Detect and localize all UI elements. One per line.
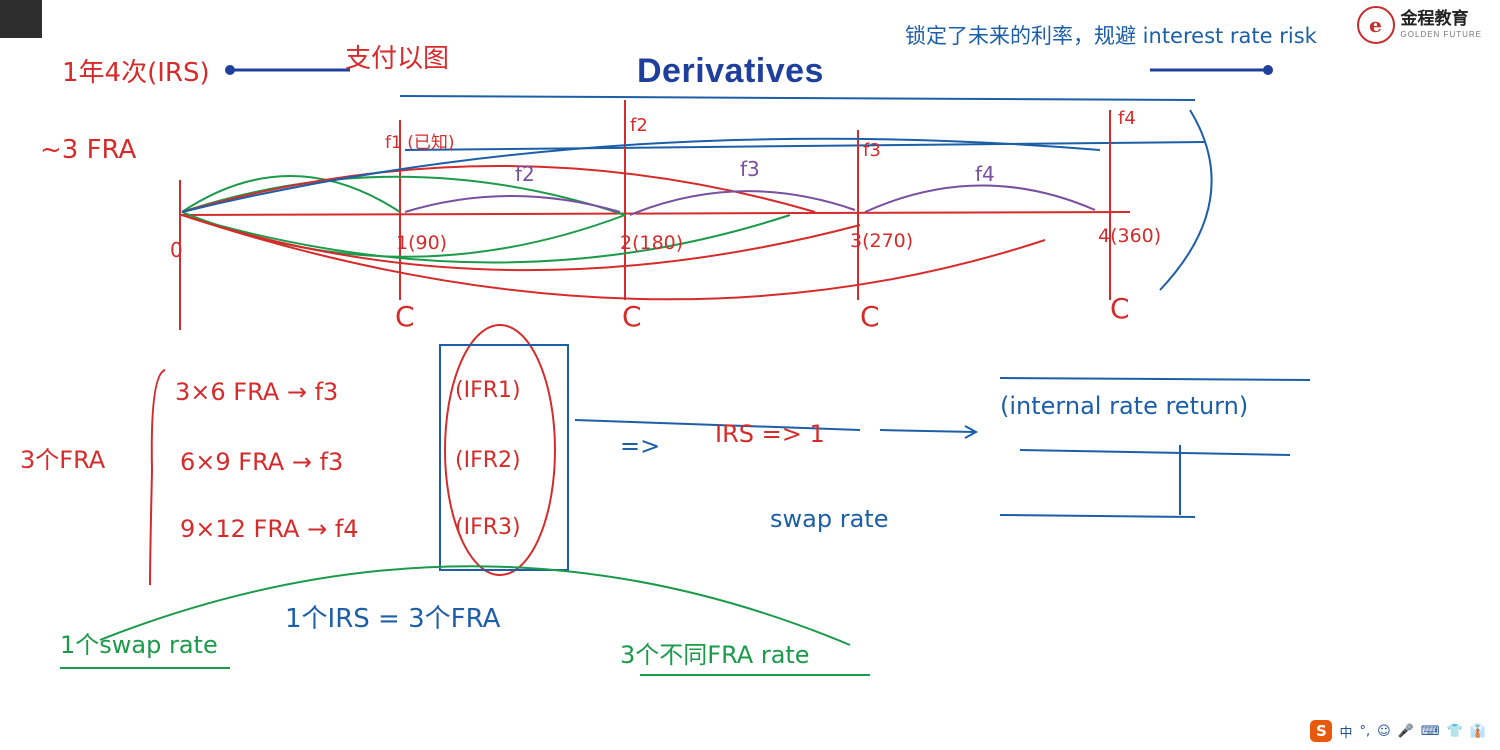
label-t4: 4(360): [1098, 225, 1162, 247]
arc-purple-2: [629, 190, 856, 216]
ifr-ellipse: [444, 324, 556, 576]
ime-logo-icon[interactable]: S: [1310, 720, 1333, 742]
ime-settings-icon[interactable]: 👔: [1469, 723, 1486, 739]
label-t3: 3(270): [850, 230, 914, 252]
label-interest-rate: (internal rate return): [1000, 392, 1249, 420]
note-top-left-a: 1年4次(IRS): [62, 58, 210, 88]
label-bottom-right: 3个不同FRA rate: [620, 641, 810, 669]
note-top-left-b: 支付以图: [345, 44, 450, 74]
ime-skin-icon[interactable]: 👕: [1446, 723, 1463, 739]
ime-toolbar[interactable]: S 中 °, ☺ 🎤 ⌨ 👕 👔: [1310, 720, 1486, 742]
ime-mode-icon[interactable]: 中: [1339, 725, 1353, 741]
arrow-to-irr-head: [964, 425, 979, 439]
arc-red-2: [181, 214, 861, 272]
label-f3-top: f3: [863, 140, 881, 161]
logo-subtitle: GOLDEN FUTURE: [1400, 30, 1482, 39]
label-fra-1: 3×6 FRA → f3: [175, 378, 339, 406]
label-f3: f3: [740, 157, 760, 181]
swap-to-irr: [999, 514, 1196, 518]
arrow-to-irr: [879, 429, 976, 433]
arc-red-1: [181, 165, 816, 213]
note-top-right: 锁定了未来的利率，规避 interest rate risk: [905, 24, 1317, 48]
label-f4-top: f4: [1118, 108, 1136, 129]
ime-keyboard-icon[interactable]: ⌨: [1420, 723, 1440, 739]
timeline-axis: [179, 211, 1131, 216]
label-t2: 2(180): [620, 232, 684, 254]
label-c2: C: [622, 300, 642, 333]
arc-red-3: [181, 214, 1046, 301]
label-ifr-1: (IFR1): [455, 378, 521, 403]
arc-green-bottom: [99, 565, 851, 646]
label-swap-rate: swap rate: [770, 505, 889, 533]
label-fra-2: 6×9 FRA → f3: [180, 448, 344, 476]
blue-top-line: [399, 95, 1196, 101]
page-title: Derivatives: [637, 52, 824, 90]
label-fra-group: 3个FRA: [20, 446, 106, 474]
label-arrow-eq: =>: [620, 432, 661, 460]
label-f1: f1 (已知): [385, 133, 455, 153]
arc-green-4: [181, 214, 791, 264]
arc-green-1: [181, 175, 401, 213]
label-ifr-3: (IFR3): [455, 515, 521, 540]
logo-icon: e: [1356, 6, 1395, 44]
label-bottom-left: 1个swap rate: [60, 631, 218, 659]
arc-purple-3: [864, 184, 1096, 213]
label-t0: 0: [170, 238, 183, 262]
arc-purple-1: [404, 195, 621, 213]
note-top-left-c: ~3 FRA: [40, 135, 137, 165]
irr-bottom-line: [1019, 449, 1291, 456]
arc-blue-return: [1159, 109, 1213, 291]
label-t1: 1(90): [396, 232, 448, 254]
label-bottom-eq: 1个IRS = 3个FRA: [285, 604, 501, 634]
connector-dot-left: [225, 65, 235, 75]
connector-dot-right: [1263, 65, 1273, 75]
arc-blue-1: [181, 137, 1101, 213]
ime-punct-icon[interactable]: °,: [1359, 723, 1371, 739]
logo-name: 金程教育: [1400, 9, 1469, 29]
ifr-box: [439, 344, 569, 571]
label-f4: f4: [975, 162, 995, 186]
blue-top-line-2: [404, 141, 1206, 151]
label-irs-eq: IRS => 1: [715, 420, 825, 448]
arc-green-2: [181, 175, 626, 216]
window-corner-block: [0, 0, 42, 38]
label-f2: f2: [515, 162, 535, 186]
label-fra-3: 9×12 FRA → f4: [180, 515, 359, 543]
label-c4: C: [1110, 292, 1130, 325]
ime-mic-icon[interactable]: 🎤: [1397, 723, 1414, 739]
fra-brace: [149, 369, 166, 586]
brand-logo: e 金程教育 GOLDEN FUTURE: [1356, 6, 1482, 44]
label-c3: C: [860, 300, 880, 333]
label-ifr-2: (IFR2): [455, 448, 521, 473]
label-f2-top: f2: [630, 115, 648, 136]
irr-top-line: [999, 377, 1311, 381]
label-c1: C: [395, 300, 415, 333]
arrow-to-irs: [574, 419, 861, 431]
ime-emoji-icon[interactable]: ☺: [1377, 723, 1391, 739]
